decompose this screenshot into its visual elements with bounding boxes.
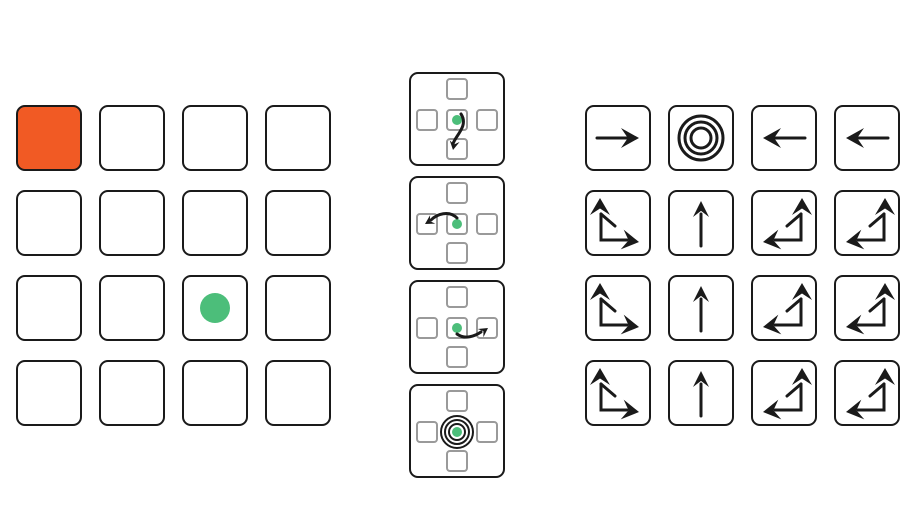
arrow-up-icon [693, 371, 709, 418]
arrow-up-left-split-icon [846, 368, 895, 420]
grid-cell [265, 190, 331, 256]
arrow-up-icon [693, 286, 709, 333]
action-panel-turn-left-curve-down [409, 72, 505, 166]
arrow-up-right-split-icon [590, 368, 639, 420]
arrow-up-icon [693, 201, 709, 248]
policy-cell [668, 360, 734, 426]
policy-cell [834, 105, 900, 171]
grid-cell [99, 190, 165, 256]
policy-cell [668, 190, 734, 256]
policy-cell [751, 275, 817, 341]
action-panel-stay [409, 384, 505, 478]
policy-cell [668, 275, 734, 341]
grid-cell [99, 275, 165, 341]
curved-arrow-right-icon [416, 286, 498, 368]
arrow-right-icon [595, 128, 639, 148]
policy-cell [585, 190, 651, 256]
arrow-up-left-split-icon [763, 283, 812, 335]
concentric-rings-icon [677, 114, 725, 162]
state-grid [16, 105, 331, 426]
goal-cell [182, 275, 248, 341]
policy-cell [751, 190, 817, 256]
agent-cell [16, 105, 82, 171]
grid-cell [182, 190, 248, 256]
arrow-up-right-split-icon [590, 283, 639, 335]
policy-grid [585, 105, 900, 426]
policy-cell [751, 360, 817, 426]
action-panel-turn-right [409, 280, 505, 374]
arrow-left-icon [763, 128, 807, 148]
arrow-up-left-split-icon [763, 368, 812, 420]
policy-cell [585, 360, 651, 426]
concentric-rings-icon [416, 390, 498, 472]
policy-cell [834, 360, 900, 426]
arrow-up-left-split-icon [763, 198, 812, 250]
grid-cell [99, 105, 165, 171]
grid-cell [99, 360, 165, 426]
policy-cell [751, 105, 817, 171]
curved-arrow-down-icon [416, 78, 498, 160]
grid-cell [265, 360, 331, 426]
grid-cell [16, 360, 82, 426]
grid-cell [265, 105, 331, 171]
goal-dot-icon [200, 293, 230, 323]
arrow-up-left-split-icon [846, 283, 895, 335]
policy-cell [668, 105, 734, 171]
arrow-left-icon [846, 128, 890, 148]
curved-arrow-left-icon [416, 182, 498, 264]
grid-cell [265, 275, 331, 341]
policy-cell [585, 275, 651, 341]
grid-cell [16, 190, 82, 256]
arrow-up-right-split-icon [590, 198, 639, 250]
action-panel-turn-left [409, 176, 505, 270]
grid-cell [16, 275, 82, 341]
policy-cell [834, 275, 900, 341]
grid-cell [182, 360, 248, 426]
policy-cell [585, 105, 651, 171]
policy-cell [834, 190, 900, 256]
arrow-up-left-split-icon [846, 198, 895, 250]
grid-cell [182, 105, 248, 171]
